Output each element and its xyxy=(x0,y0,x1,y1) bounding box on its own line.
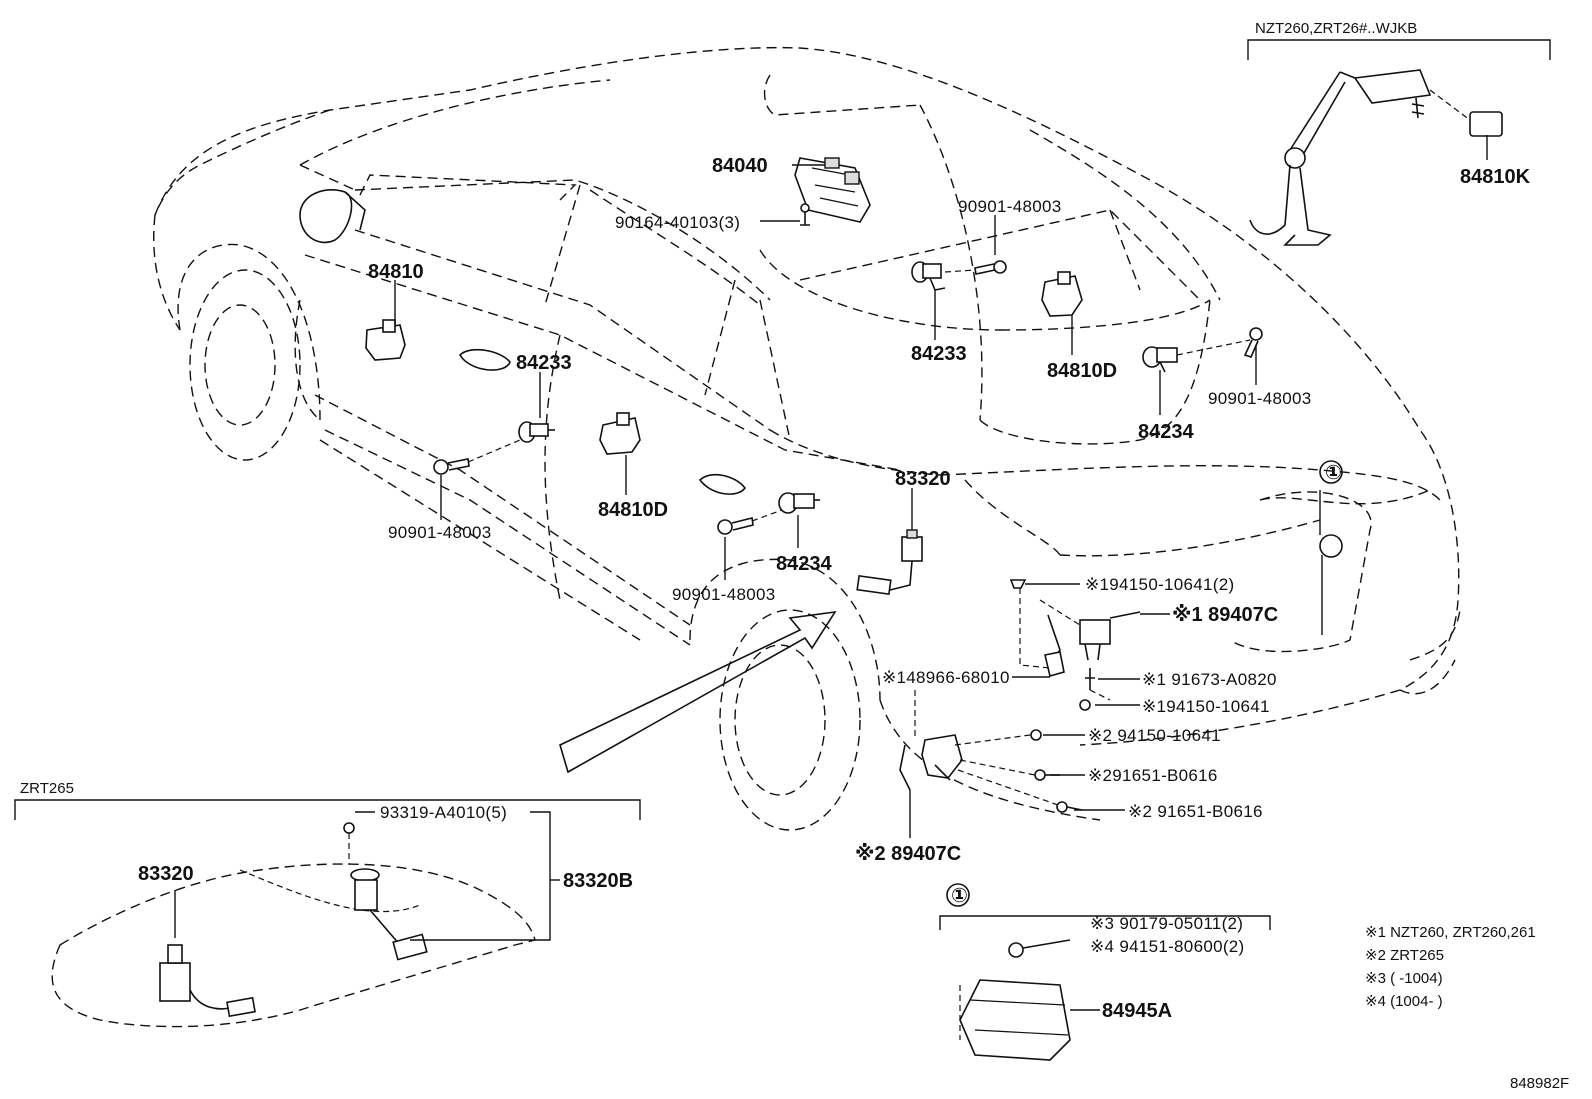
label-89407C-b[interactable]: ※2 89407C xyxy=(855,843,961,865)
label-84234-right[interactable]: 84234 xyxy=(1138,421,1194,443)
label-90164[interactable]: 90164-40103(3) xyxy=(615,213,740,232)
legend-1: ※1 NZT260, ZRT260,261 xyxy=(1365,924,1536,941)
fuel-tank-inset xyxy=(51,822,536,1028)
label-84810[interactable]: 84810 xyxy=(368,261,424,283)
switch-84810D-left xyxy=(599,412,641,455)
switch-84810D-right xyxy=(1041,271,1083,317)
bolt-90901-center xyxy=(717,517,754,535)
camera-location-marker xyxy=(1319,534,1343,558)
marker-main: ① xyxy=(1325,462,1342,484)
courtesy-switch-84233-left xyxy=(518,421,555,443)
label-84810K[interactable]: 84810K xyxy=(1460,166,1531,188)
bolt-90901-left xyxy=(433,458,470,475)
label-90901-center[interactable]: 90901-48003 xyxy=(672,585,776,604)
bolt-90901-top xyxy=(974,260,1007,275)
switch-84810 xyxy=(365,319,406,361)
label-94150-c[interactable]: ※2 94150-10641 xyxy=(1088,726,1221,745)
label-84233-left[interactable]: 84233 xyxy=(516,352,572,374)
label-84233-right[interactable]: 84233 xyxy=(911,343,967,365)
leader-lines xyxy=(14,39,1551,1011)
back-camera-inset xyxy=(959,939,1071,1061)
inset-title-top-right: NZT260,ZRT26#..WJKB xyxy=(1255,20,1417,37)
car-body-outline xyxy=(153,46,1461,831)
part-drawings xyxy=(51,69,1503,1061)
label-84810D-left[interactable]: 84810D xyxy=(598,499,668,521)
label-83320B[interactable]: 83320B xyxy=(563,870,633,892)
label-94150-b[interactable]: ※194150-10641 xyxy=(1142,697,1270,716)
label-84234-center[interactable]: 84234 xyxy=(776,553,832,575)
label-83320[interactable]: 83320 xyxy=(895,468,951,490)
courtesy-switch-84234-right xyxy=(1142,346,1178,373)
marker-circle-inset xyxy=(946,883,970,907)
label-91651-b[interactable]: ※2 91651-B0616 xyxy=(1128,802,1263,821)
screw-90164 xyxy=(800,203,810,226)
assembly-dash-lines xyxy=(467,269,1251,806)
legend-3: ※3 ( -1004) xyxy=(1365,970,1443,987)
height-sensor-84810K xyxy=(1249,69,1503,246)
marker-inset: ① xyxy=(951,885,968,907)
label-94150-a[interactable]: ※194150-10641(2) xyxy=(1085,575,1234,594)
part-labels: NZT260,ZRT26#..WJKB 84810K 84040 90164-4… xyxy=(20,20,1569,1092)
label-83320-inset[interactable]: 83320 xyxy=(138,863,194,885)
diagram-code: 848982F xyxy=(1510,1075,1569,1092)
marker-circle-main xyxy=(1319,460,1343,484)
height-sensor-89407C-lower xyxy=(899,729,1083,813)
courtesy-switch-84234-center xyxy=(778,492,820,514)
label-91673[interactable]: ※1 91673-A0820 xyxy=(1142,670,1277,689)
label-91651-a[interactable]: ※291651-B0616 xyxy=(1088,766,1218,785)
label-90901-left[interactable]: 90901-48003 xyxy=(388,523,492,542)
inset-title-bottom-left: ZRT265 xyxy=(20,780,74,797)
legend-4: ※4 (1004- ) xyxy=(1365,993,1443,1010)
height-sensor-89407C-upper xyxy=(1009,579,1141,711)
master-switch-84040 xyxy=(794,157,871,223)
label-94151[interactable]: ※4 94151-80600(2) xyxy=(1090,937,1245,956)
sender-83320 xyxy=(856,529,923,596)
label-84945A[interactable]: 84945A xyxy=(1102,1000,1172,1022)
label-89407C-a[interactable]: ※1 89407C xyxy=(1172,604,1278,626)
label-93319[interactable]: 93319-A4010(5) xyxy=(380,803,507,822)
label-90901-top[interactable]: 90901-48003 xyxy=(958,197,1062,216)
label-90901-right[interactable]: 90901-48003 xyxy=(1208,389,1312,408)
label-48966[interactable]: ※148966-68010 xyxy=(882,668,1010,687)
legend-2: ※2 ZRT265 xyxy=(1365,947,1444,964)
label-84810D-right[interactable]: 84810D xyxy=(1047,360,1117,382)
bolt-90901-right xyxy=(1243,327,1263,358)
courtesy-switch-84233-right xyxy=(911,261,946,291)
label-84040[interactable]: 84040 xyxy=(712,155,768,177)
label-90179[interactable]: ※3 90179-05011(2) xyxy=(1090,914,1243,933)
